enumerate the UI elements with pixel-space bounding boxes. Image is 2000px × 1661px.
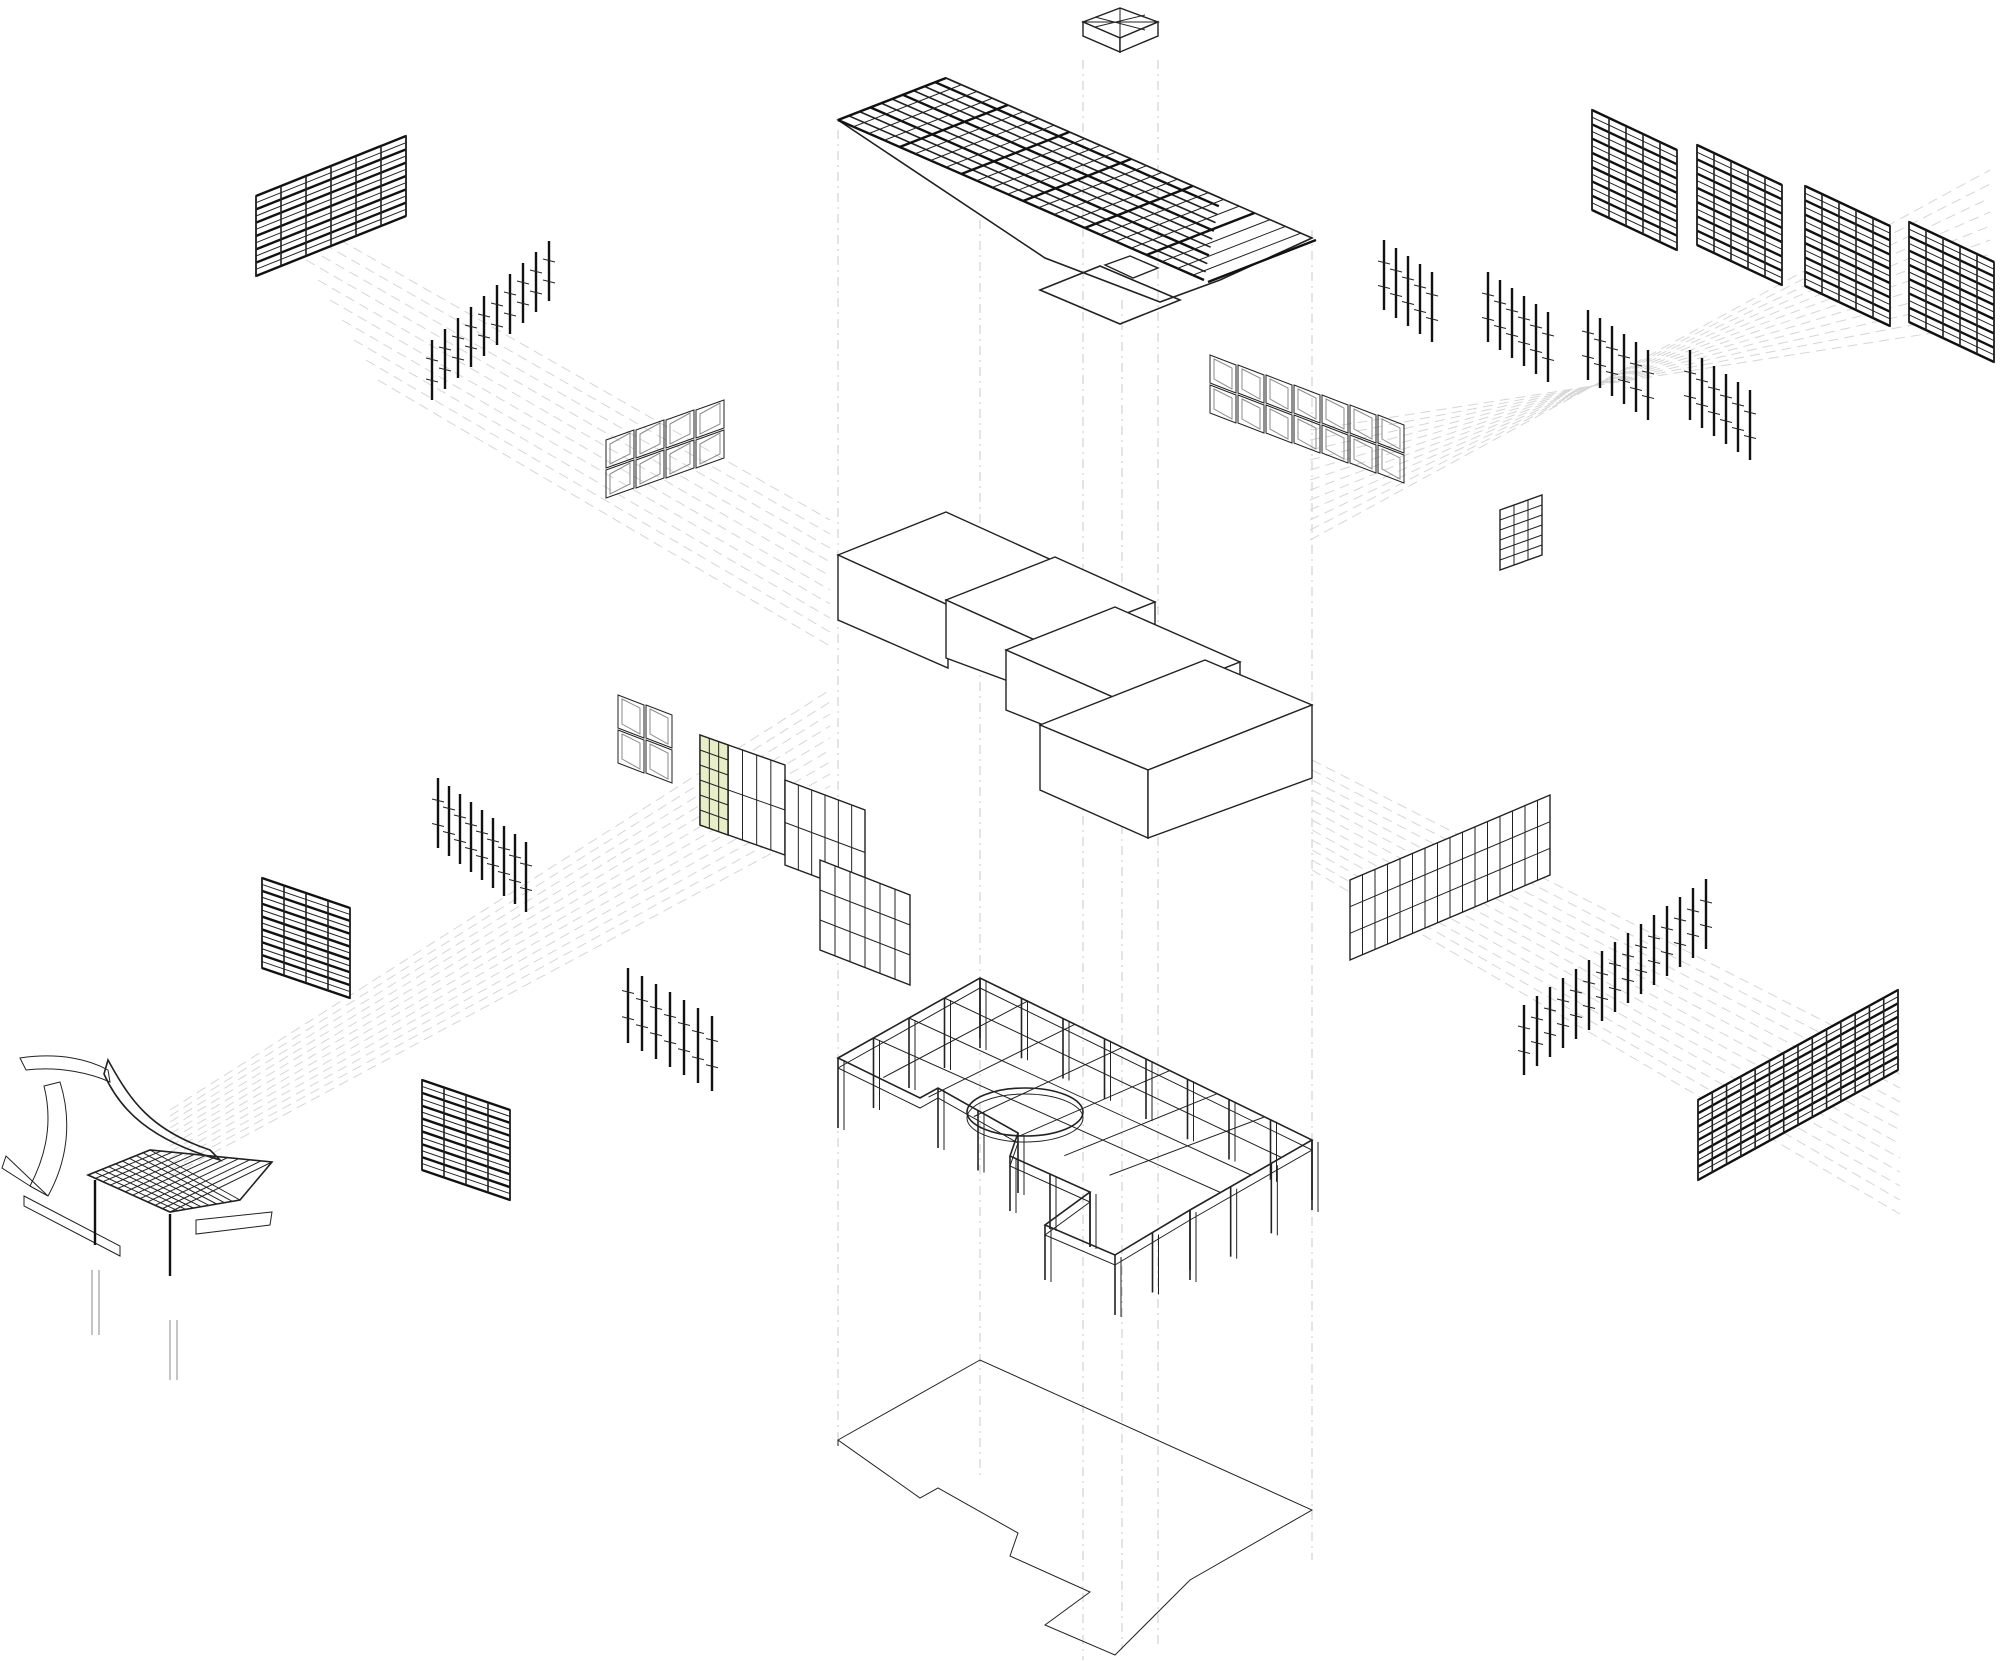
facade-screen-panels xyxy=(255,108,1995,1202)
volume-massing xyxy=(836,511,1314,840)
screen-panel-upper-left xyxy=(255,134,407,278)
mullion-set-lower-left xyxy=(621,968,719,1091)
screen-panel-bottom-left xyxy=(421,1078,511,1202)
mullion-set-mid-left xyxy=(431,778,533,912)
mullion-set-upper-right-3 xyxy=(1581,310,1655,420)
mullion-set-upper-right-2 xyxy=(1481,272,1555,382)
mullion-set-upper-right-1 xyxy=(1377,240,1439,342)
curtain-wall-left-3 xyxy=(819,858,911,987)
mullion-sets xyxy=(425,240,1757,1091)
screen-panel-upper-right-4 xyxy=(1908,220,1995,364)
ground-slab xyxy=(837,1359,1314,1656)
glazing-frames-mid-left xyxy=(617,694,673,784)
screen-panel-lower-right xyxy=(1697,988,1899,1182)
mullion-set-upper-right-4 xyxy=(1683,350,1757,460)
skylight-cap xyxy=(1081,7,1160,54)
canopy-assembly xyxy=(1,1055,274,1380)
structural-frame xyxy=(836,977,1319,1317)
roof-truss-grid xyxy=(836,76,1317,325)
screen-panel-upper-right-3 xyxy=(1804,184,1891,328)
glazing-frames-upper-right xyxy=(1209,354,1405,484)
mullion-set-lower-right xyxy=(1517,879,1713,1075)
curtain-wall-upper-right xyxy=(1499,494,1543,571)
curtain-wall-left-1-glass xyxy=(699,734,729,836)
glazing-frames-upper-left xyxy=(605,399,725,499)
curtain-wall-right xyxy=(1349,793,1551,962)
screen-panel-upper-right-2 xyxy=(1696,143,1783,287)
mullion-set-upper-left xyxy=(425,241,556,400)
glazing-frames xyxy=(605,354,1551,987)
screen-panel-upper-right-1 xyxy=(1591,108,1678,252)
screen-panel-lower-left xyxy=(261,876,351,1000)
projection-guides xyxy=(169,20,1991,1660)
